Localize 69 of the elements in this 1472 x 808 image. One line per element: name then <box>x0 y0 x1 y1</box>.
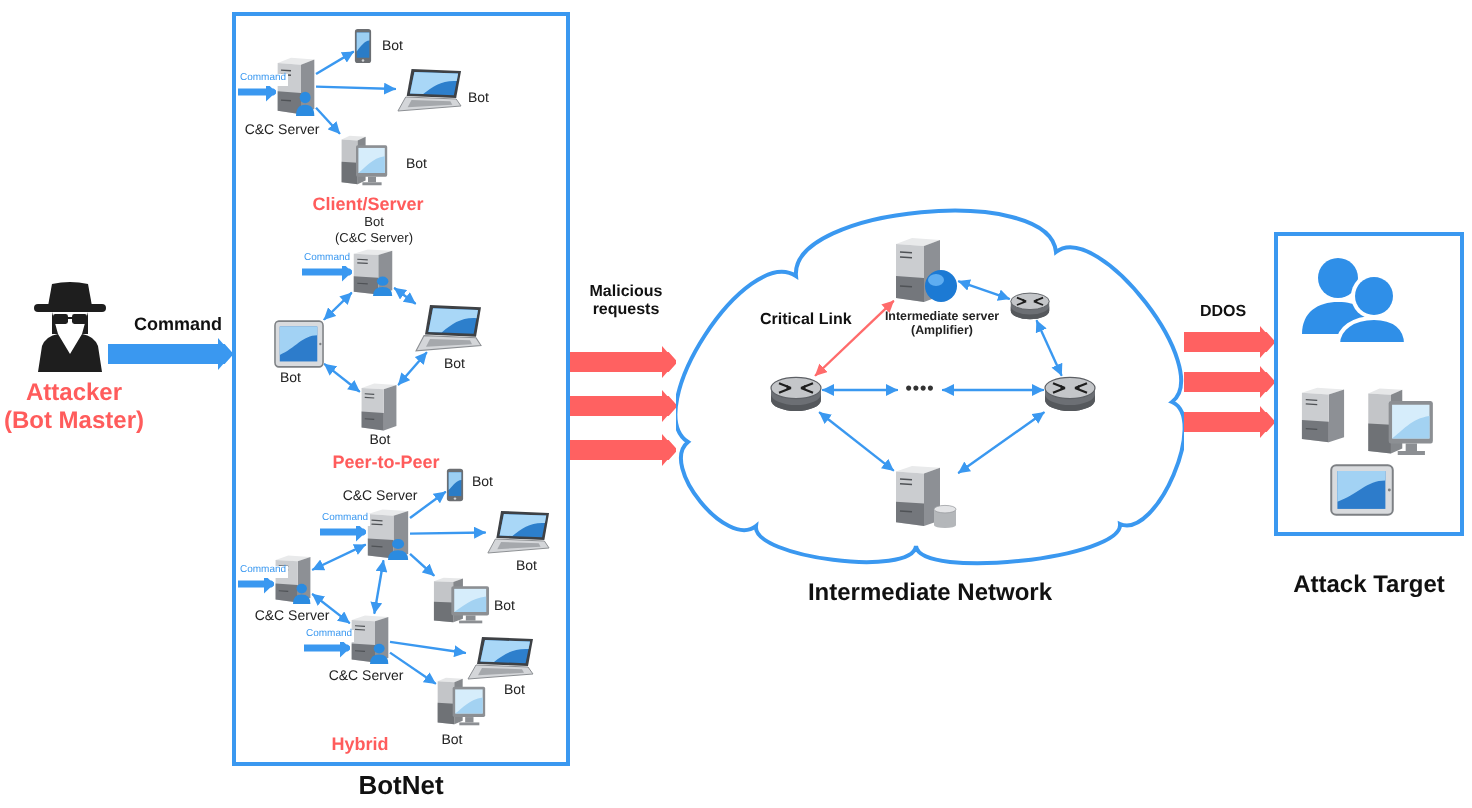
desktop-computer-icon <box>432 576 490 624</box>
block-arrow <box>238 82 276 102</box>
block-arrow <box>1184 366 1274 398</box>
double-arrow <box>957 279 1011 301</box>
edge-label: DDOS <box>1198 302 1249 321</box>
group-title: BotNet <box>356 772 446 802</box>
attacker-label: Attacker (Bot Master) <box>1 380 146 436</box>
laptop-icon <box>486 510 550 554</box>
double-arrow <box>323 362 361 393</box>
double-arrow <box>818 411 895 472</box>
block-arrow <box>320 522 366 542</box>
block-arrow <box>1184 326 1274 358</box>
phone-icon <box>446 468 464 502</box>
block-arrow <box>108 338 232 370</box>
topology-label: Hybrid <box>331 734 389 755</box>
tablet-icon <box>274 320 324 368</box>
group-title: Intermediate Network <box>805 580 1055 608</box>
double-arrow <box>1035 319 1063 377</box>
router-icon <box>1044 376 1096 412</box>
arrow <box>315 82 397 95</box>
laptop-icon <box>466 636 534 680</box>
block-arrow <box>304 638 350 658</box>
desktop-computer-icon <box>436 676 486 726</box>
arrow <box>315 50 355 76</box>
arrow <box>315 106 341 135</box>
server-globe-icon <box>894 236 958 304</box>
double-arrow <box>393 286 417 305</box>
topology-label: Client/Server <box>312 194 424 215</box>
arrow <box>409 553 436 577</box>
tablet-icon <box>1330 464 1394 516</box>
server-icon <box>1300 386 1346 444</box>
edge-label: Command <box>132 314 225 335</box>
double-arrow <box>322 291 353 321</box>
block-arrow <box>302 262 352 282</box>
block-arrow <box>1184 406 1274 438</box>
double-arrow <box>311 592 351 625</box>
server-user-icon <box>366 508 410 560</box>
group-title: Attack Target <box>1291 572 1447 600</box>
edge-label: Critical Link <box>758 310 854 329</box>
block-arrow <box>570 346 676 378</box>
server-icon <box>360 382 398 432</box>
block-arrow <box>570 434 676 466</box>
double-arrow <box>397 351 428 387</box>
double-arrow <box>942 384 1044 396</box>
double-arrow <box>822 384 898 396</box>
double-arrow <box>814 299 895 377</box>
server-user-icon <box>352 248 394 296</box>
laptop-icon <box>396 68 462 112</box>
topology-label: Peer-to-Peer <box>332 452 440 473</box>
double-arrow <box>311 543 367 572</box>
desktop-computer-icon <box>1366 386 1434 456</box>
arrow <box>410 526 486 539</box>
server-user-icon <box>350 614 390 664</box>
block-arrow <box>570 390 676 422</box>
phone-icon <box>354 28 372 64</box>
router-icon <box>770 376 822 412</box>
arrow <box>389 651 437 685</box>
ellipsis-text: •••• <box>898 376 942 400</box>
desktop-computer-icon <box>340 134 388 186</box>
server-database-icon <box>894 464 958 528</box>
double-arrow <box>370 559 388 615</box>
double-arrow <box>957 411 1046 475</box>
users-icon <box>1300 254 1408 346</box>
block-arrow <box>238 574 274 594</box>
arrow <box>389 640 467 658</box>
spy-icon <box>32 280 108 372</box>
laptop-icon <box>414 304 482 352</box>
arrow <box>409 490 447 519</box>
router-icon <box>1010 292 1050 320</box>
